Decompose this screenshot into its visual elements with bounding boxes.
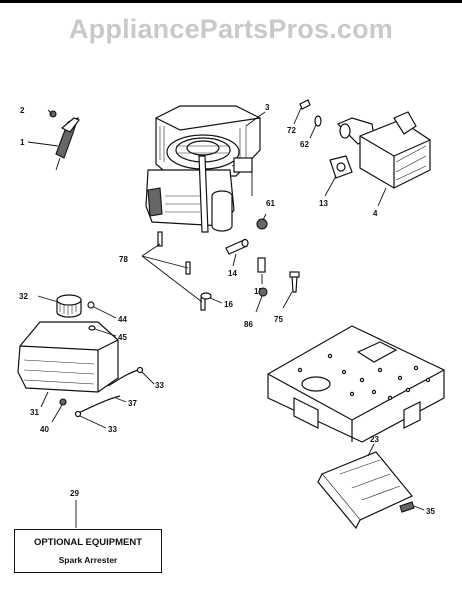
leader-33b xyxy=(79,415,107,429)
callout-31: 31 xyxy=(30,408,39,417)
leader-78 xyxy=(141,243,203,303)
guard-23-part xyxy=(317,451,413,530)
leader-35 xyxy=(413,505,425,511)
clamp-44-part xyxy=(87,301,95,309)
callout-33-upper: 33 xyxy=(155,381,164,390)
leader-13 xyxy=(324,175,337,197)
callout-1: 1 xyxy=(20,138,25,147)
leader-61 xyxy=(262,213,267,221)
callout-62: 62 xyxy=(300,140,309,149)
leader-23 xyxy=(367,443,375,457)
fuel-tank-part xyxy=(17,321,119,393)
callout-37: 37 xyxy=(128,399,137,408)
callout-2: 2 xyxy=(20,106,25,115)
leader-37 xyxy=(115,397,127,403)
washer-16-part xyxy=(200,292,212,300)
fuel-cap-part xyxy=(56,294,82,318)
nut-61-part xyxy=(256,218,268,230)
screw-72-part xyxy=(299,99,311,110)
leader-75 xyxy=(282,291,293,309)
spark-arrester-label: Spark Arrester xyxy=(58,555,118,565)
screw-35-part xyxy=(399,501,415,513)
callout-61: 61 xyxy=(266,199,275,208)
top-rule xyxy=(0,0,462,3)
leader-86 xyxy=(255,295,263,313)
leader-14 xyxy=(232,253,237,267)
callout-72: 72 xyxy=(287,126,296,135)
leader-45 xyxy=(94,328,117,337)
washer-62-part xyxy=(314,115,322,127)
callout-13: 13 xyxy=(319,199,328,208)
leader-32 xyxy=(37,295,59,303)
optional-equipment-box: OPTIONAL EQUIPMENT Spark Arrester xyxy=(14,529,162,573)
callout-23: 23 xyxy=(370,435,379,444)
gasket-13-part xyxy=(329,155,353,179)
leader-1 xyxy=(27,141,59,147)
nut-86-part xyxy=(258,287,268,297)
fitting-45-part xyxy=(88,325,96,331)
callout-16: 16 xyxy=(224,300,233,309)
chassis-plate-part xyxy=(267,325,445,443)
callout-33-lower: 33 xyxy=(108,425,117,434)
callout-14: 14 xyxy=(228,269,237,278)
callout-75: 75 xyxy=(274,315,283,324)
leader-33a xyxy=(141,371,155,385)
callout-40: 40 xyxy=(40,425,49,434)
callout-78: 78 xyxy=(119,255,128,264)
leader-44 xyxy=(93,306,117,319)
engine-part xyxy=(145,105,261,233)
clamp-40-part xyxy=(59,398,67,406)
callout-44: 44 xyxy=(118,315,127,324)
throttle-control-part xyxy=(49,110,80,171)
callout-29: 29 xyxy=(70,489,79,498)
muffler-part xyxy=(336,111,431,189)
callout-45: 45 xyxy=(118,333,127,342)
spacer-part xyxy=(225,238,249,255)
callout-32: 32 xyxy=(19,292,28,301)
leader-31 xyxy=(40,391,49,408)
leader-4 xyxy=(377,187,387,207)
leader-2 xyxy=(47,109,53,115)
leader-40 xyxy=(51,404,63,423)
leader-16 xyxy=(209,297,223,304)
mounting-bolts-part xyxy=(157,231,206,311)
watermark: AppliancePartsPros.com xyxy=(68,14,393,44)
optional-equipment-title: OPTIONAL EQUIPMENT xyxy=(33,537,143,548)
leader-62 xyxy=(309,124,317,139)
callout-3: 3 xyxy=(265,103,270,112)
leader-72 xyxy=(293,107,302,125)
bolt-15-part xyxy=(257,257,266,273)
callout-4: 4 xyxy=(373,209,378,218)
bolt-75-part xyxy=(289,271,300,293)
callout-35: 35 xyxy=(426,507,435,516)
fuel-line-part xyxy=(74,366,144,418)
callout-86: 86 xyxy=(244,320,253,329)
leader-3 xyxy=(245,111,266,127)
